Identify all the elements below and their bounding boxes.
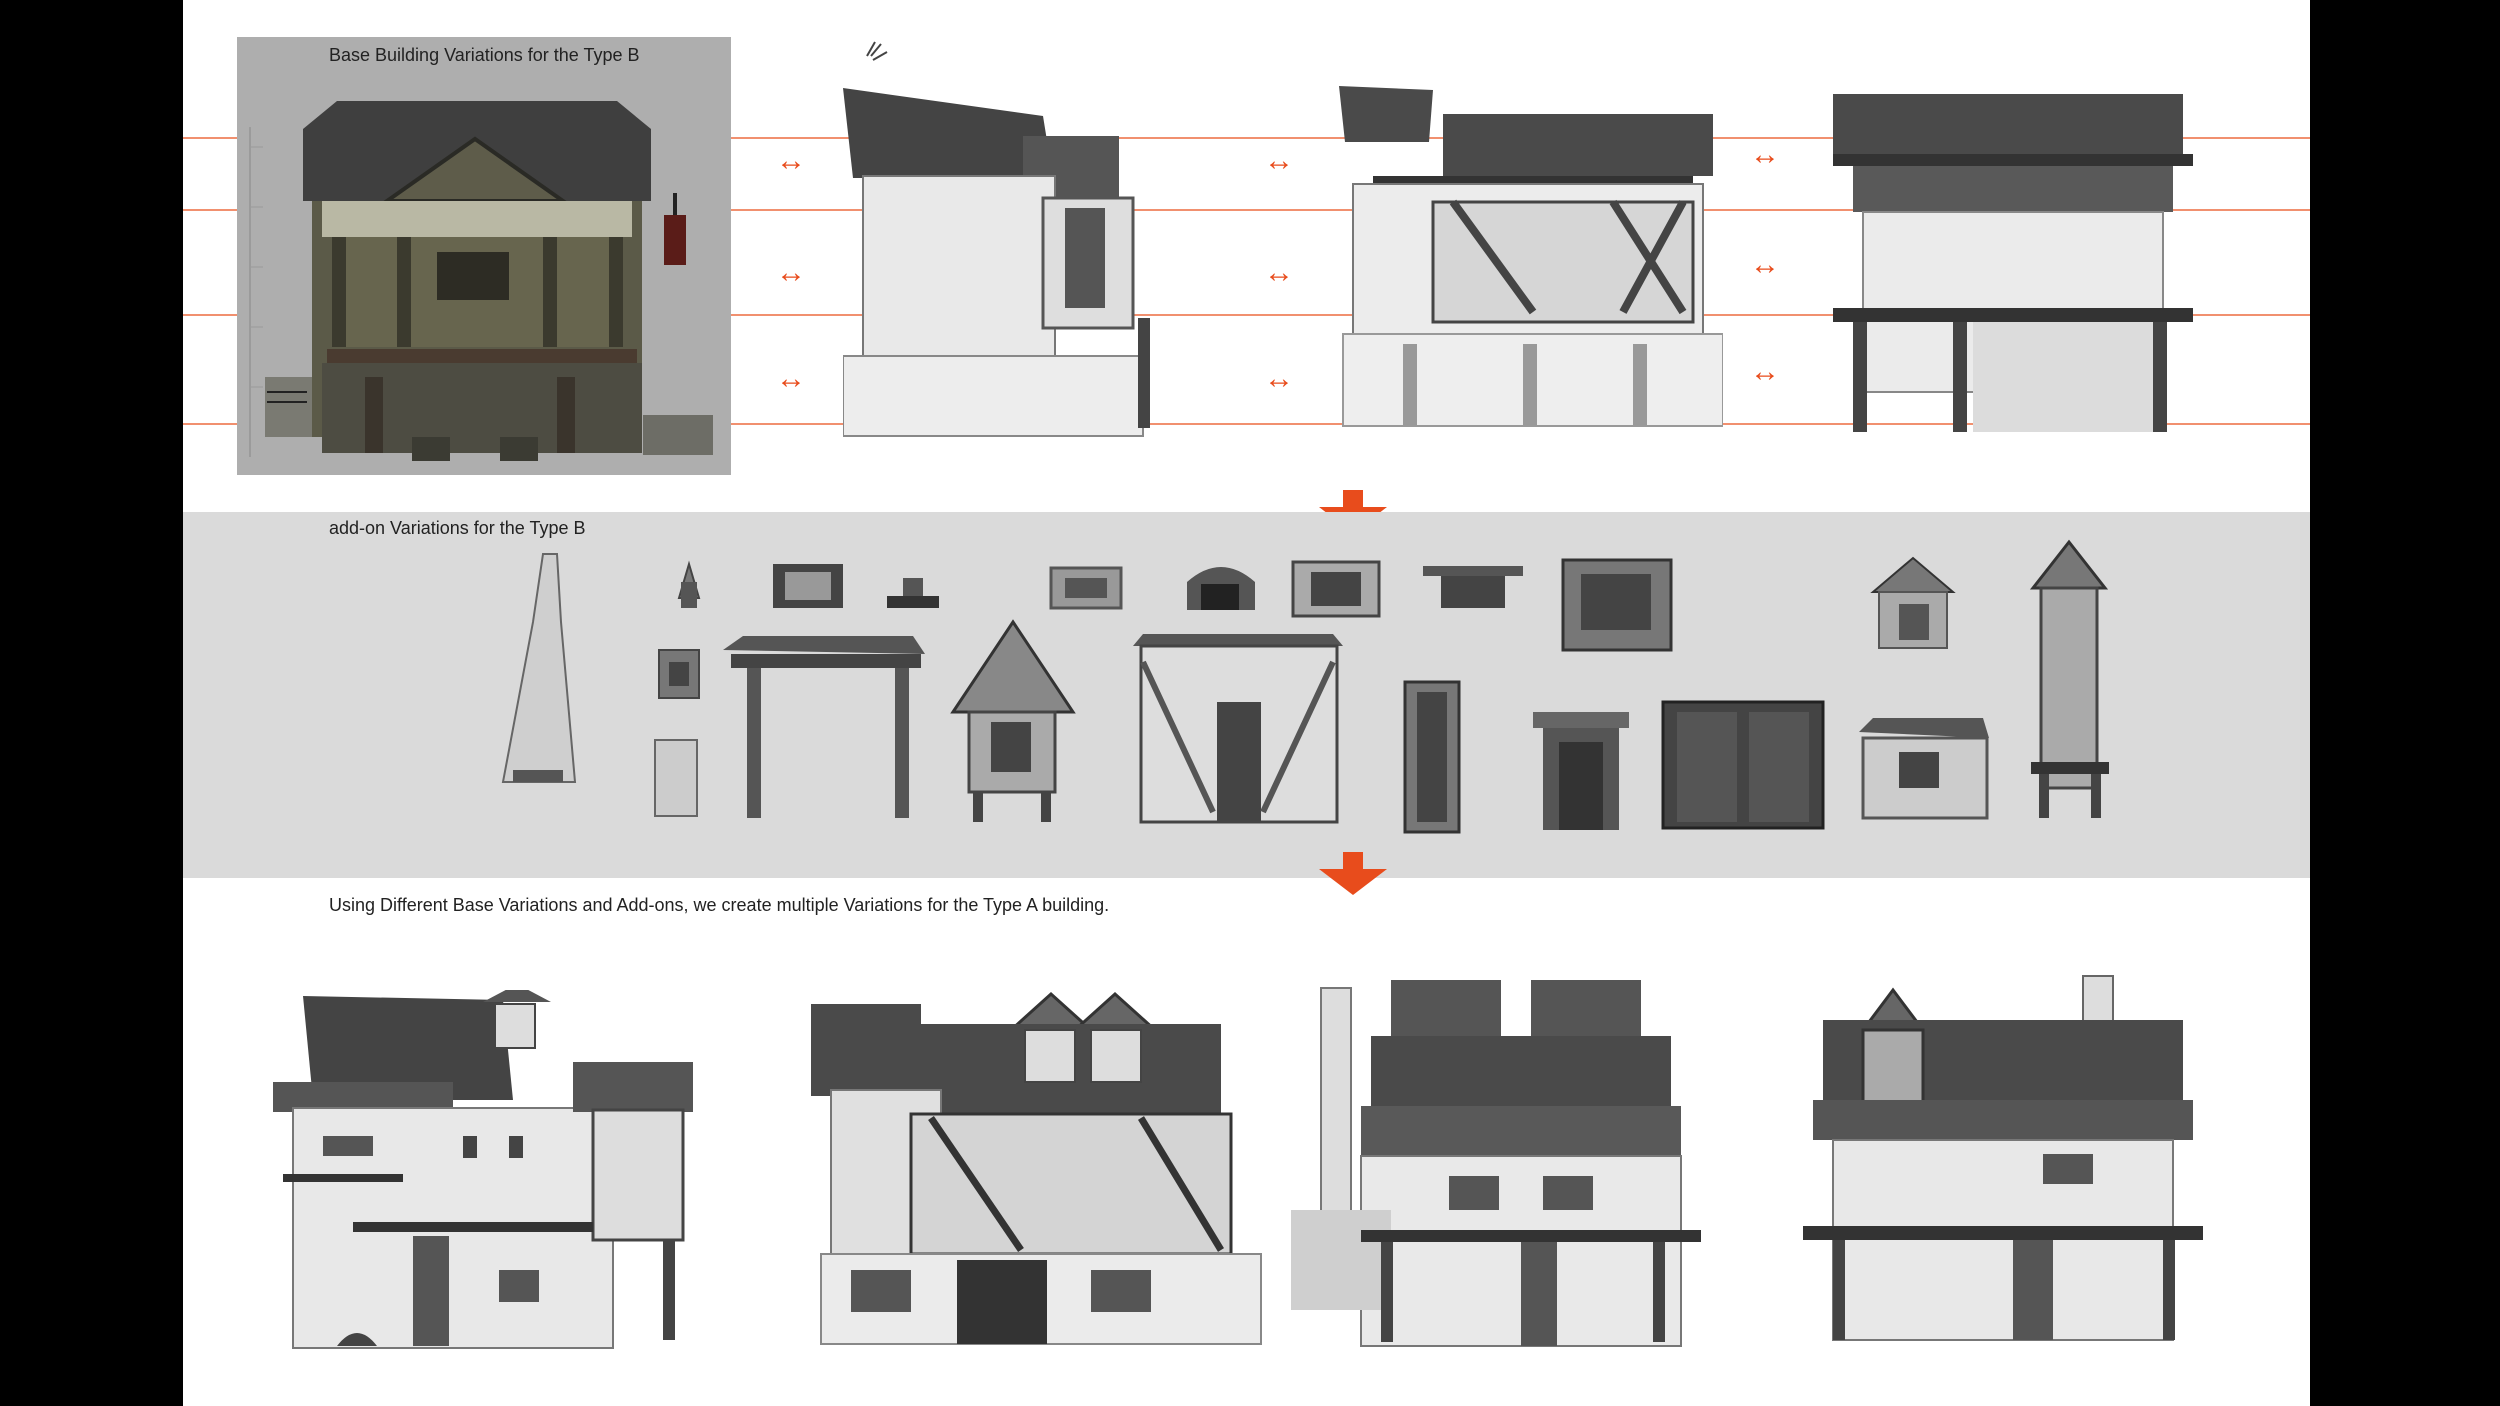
base-variation-3 <box>1833 94 2193 432</box>
base-building-panel: Base Building Variations for the Type B <box>237 37 731 475</box>
base-variation-1 <box>843 41 1150 437</box>
addon-caption: add-on Variations for the Type B <box>329 518 586 538</box>
base-variation-2 <box>1339 86 1723 427</box>
horizontal-arrow-icon: ↔ <box>1264 362 1294 395</box>
guide-line-ground <box>183 423 2310 425</box>
horizontal-arrow-icon: ↔ <box>1750 248 1780 281</box>
horizontal-arrow-icon: ↔ <box>1750 355 1780 388</box>
final-building-3 <box>1291 980 1701 1347</box>
final-building-4 <box>1803 975 2203 1341</box>
horizontal-arrow-icon: ↔ <box>776 362 806 395</box>
final-building-1 <box>273 990 693 1349</box>
concept-sheet: Base Building Variations for the Type B <box>183 0 2310 1406</box>
horizontal-arrow-icon: ↔ <box>1264 256 1294 289</box>
addon-band: add-on Variations for the Type B <box>183 512 2310 878</box>
result-caption: Using Different Base Variations and Add-… <box>329 895 1110 915</box>
guide-line-middle <box>183 314 2310 316</box>
base-building-colored <box>249 101 713 461</box>
base-building-caption: Base Building Variations for the Type B <box>329 45 640 65</box>
final-building-2 <box>811 991 1262 1345</box>
guide-line-roof <box>183 137 2310 139</box>
horizontal-arrow-icon: ↔ <box>1264 144 1294 177</box>
horizontal-arrow-icon: ↔ <box>776 144 806 177</box>
horizontal-arrow-icon: ↔ <box>1750 138 1780 171</box>
guide-line-upper <box>183 209 2310 211</box>
addon-parts <box>501 539 2109 834</box>
horizontal-arrow-icon: ↔ <box>776 256 806 289</box>
